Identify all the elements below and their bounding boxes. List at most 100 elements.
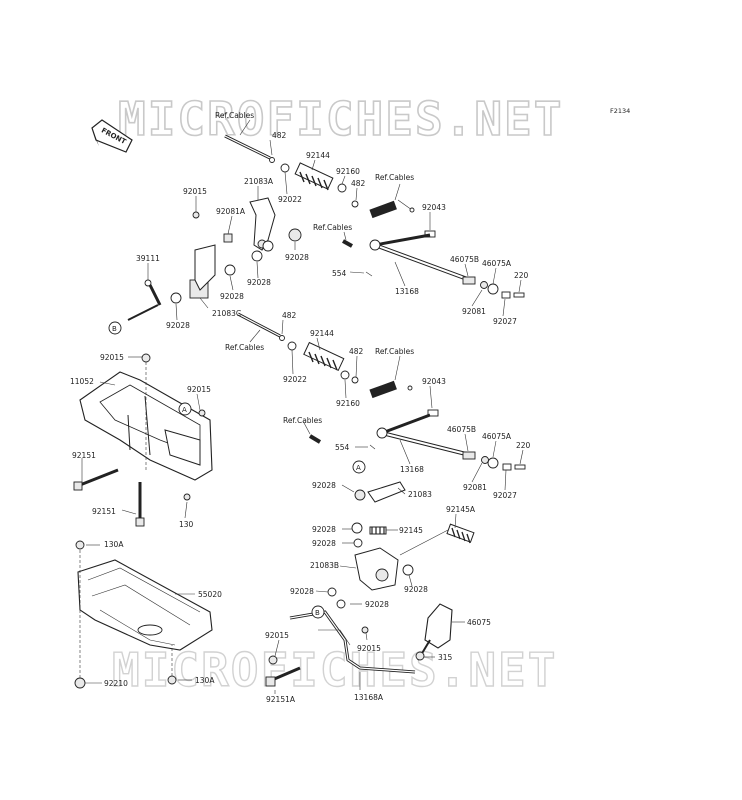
label-554-2: 554	[335, 443, 350, 452]
washer-92022-mid	[287, 341, 297, 351]
label-92151a: 92151A	[266, 695, 296, 704]
label-92151-1: 92151	[72, 451, 96, 460]
label-92144-1: 92144	[306, 151, 330, 160]
label-46075a-2: 46075A	[482, 432, 512, 441]
label-130a-1: 130A	[104, 540, 124, 549]
bolt-92043-mid	[427, 409, 439, 417]
washer-92028-j	[336, 599, 346, 609]
label-482-1: 482	[272, 131, 287, 140]
washer-92160-mid	[340, 370, 350, 380]
label-482-3: 482	[282, 311, 297, 320]
label-46075b-1: 46075B	[450, 255, 479, 264]
label-21083c: 21083C	[212, 309, 241, 318]
cable-end-mid	[369, 380, 397, 399]
label-ref-cables-5: Ref.Cables	[375, 347, 414, 356]
label-92028-10: 92028	[365, 600, 389, 609]
svg-text:B: B	[112, 325, 117, 333]
label-92028-7: 92028	[312, 539, 336, 548]
spring-92145	[369, 526, 387, 535]
label-21083a: 21083A	[244, 177, 274, 186]
label-46075a-1: 46075A	[482, 259, 512, 268]
label-11052: 11052	[70, 377, 94, 386]
label-55020: 55020	[198, 590, 222, 599]
lever-21083	[354, 481, 406, 503]
pin-554-top	[365, 271, 373, 277]
label-13168a: 13168A	[354, 693, 384, 702]
label-92015-5: 92015	[357, 644, 381, 653]
bushing-92028-d	[224, 264, 236, 276]
bolt-220-top	[513, 292, 525, 298]
bushing-46075b-top	[462, 276, 476, 285]
shift-shaft-13168-top	[369, 233, 471, 282]
label-554-1: 554	[332, 269, 347, 278]
label-92028-5: 92028	[312, 481, 336, 490]
leader-lines	[79, 119, 524, 694]
label-92210: 92210	[104, 679, 128, 688]
figure-code: F2134	[610, 107, 630, 115]
label-92015-1: 92015	[183, 187, 207, 196]
bolt-130a-bottom	[167, 675, 177, 685]
pin-ref-cables-top	[342, 239, 353, 248]
bushing-92028-e	[170, 292, 182, 304]
label-21083: 21083	[408, 490, 432, 499]
label-ref-cables-4: Ref.Cables	[225, 343, 264, 352]
label-92081a: 92081A	[216, 207, 246, 216]
washer-92028-g	[353, 538, 363, 548]
svg-text:A: A	[182, 406, 187, 414]
spring-92145a	[399, 523, 475, 556]
cotter-mid	[407, 385, 413, 391]
bracket-11052	[79, 371, 213, 481]
label-13168-1: 13168	[395, 287, 419, 296]
collar-92081a	[223, 233, 233, 243]
label-ref-cables-3: Ref.Cables	[313, 223, 352, 232]
bolt-220-mid	[514, 464, 526, 470]
label-92028-3: 92028	[220, 292, 244, 301]
label-92015-2: 92015	[100, 353, 124, 362]
label-21083b: 21083B	[310, 561, 339, 570]
watermark-bottom: MICROFICHES.NET	[112, 643, 557, 697]
nut-92015-pedal-left	[268, 655, 278, 665]
label-92028-4: 92028	[166, 321, 190, 330]
label-92043-1: 92043	[422, 203, 446, 212]
watermark-top: MICROFICHES.NET	[118, 92, 563, 146]
svg-text:A: A	[356, 464, 361, 472]
label-92145: 92145	[399, 526, 423, 535]
clip-482-top	[351, 200, 359, 208]
label-92151-2: 92151	[92, 507, 116, 516]
label-92028-1: 92028	[285, 253, 309, 262]
spring-92144-top	[294, 162, 334, 191]
pin-554-mid	[369, 444, 376, 450]
bolt-92151a	[265, 666, 301, 687]
collar-92027-top	[501, 291, 511, 299]
bushing-92028-f	[351, 522, 363, 534]
bolt-92151-left	[73, 468, 119, 491]
washer-46075a-top	[487, 283, 499, 295]
bushing-92028-c	[251, 250, 263, 262]
bushing-92028-a	[288, 228, 302, 242]
label-92027-1: 92027	[493, 317, 517, 326]
bolt-92015-right	[198, 409, 206, 417]
label-315: 315	[438, 653, 453, 662]
nut-92081-mid	[481, 456, 489, 464]
collar-92027-mid	[502, 463, 512, 471]
bolt-92151-lower	[135, 482, 145, 527]
label-482-2: 482	[351, 179, 366, 188]
label-92022-2: 92022	[283, 375, 307, 384]
label-13168-2: 13168	[400, 465, 424, 474]
washer-92022-top	[280, 163, 290, 173]
label-ref-cables-2: Ref.Cables	[375, 173, 414, 182]
label-130-1: 130	[179, 520, 194, 529]
bolt-92015-pedal-right	[361, 626, 369, 634]
label-92028-9: 92028	[290, 587, 314, 596]
label-130a-2: 130A	[195, 676, 215, 685]
skid-plate-55020	[77, 559, 213, 651]
upper-cable-rod-2	[237, 312, 285, 341]
clip-482-mid	[351, 376, 359, 384]
nut-92015-mid	[141, 353, 151, 363]
spring-92144-mid	[303, 341, 345, 372]
label-92160-1: 92160	[336, 167, 360, 176]
marker-b-bottom: B	[311, 605, 325, 619]
bolt-130a-top	[75, 540, 85, 550]
label-92144-2: 92144	[310, 329, 334, 338]
